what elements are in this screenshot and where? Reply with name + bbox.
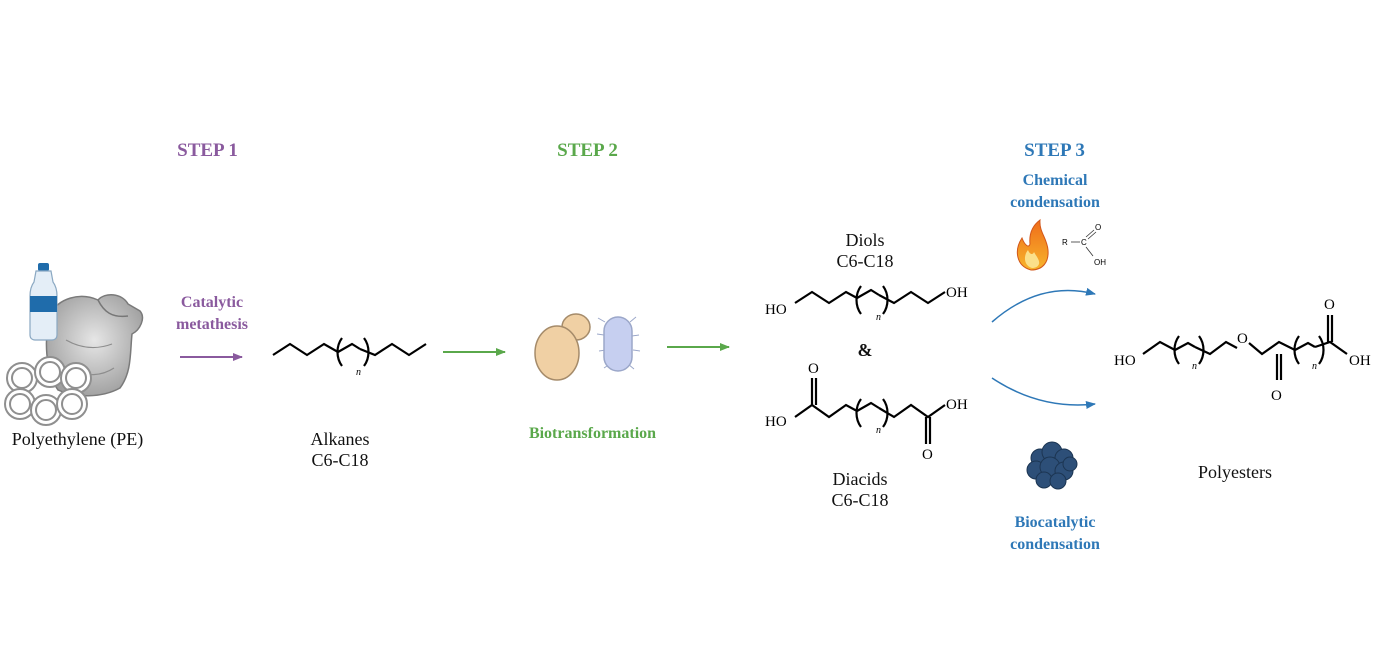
polyester-oh: OH [1349, 353, 1371, 369]
polyester-ho: HO [1114, 353, 1136, 369]
polyesters-label: Polyesters [1198, 462, 1272, 482]
chemical-condensation-label: condensation [1010, 194, 1100, 211]
biocatalytic-label: Biocatalytic [1014, 514, 1096, 531]
metathesis-label: metathesis [176, 316, 248, 333]
polyester-ester-o: O [1237, 331, 1248, 347]
biotransformation-label: Biotransformation [528, 425, 657, 442]
acid-oh: OH [1094, 258, 1106, 267]
chemical-condensation-arrow [991, 287, 1096, 323]
step1-title: STEP 1 [177, 140, 238, 161]
polyester-n1-subscript: n [1192, 361, 1197, 372]
diol-n-subscript: n [876, 312, 881, 323]
step3-title: STEP 3 [1024, 140, 1085, 161]
diacid-n-subscript: n [876, 425, 881, 436]
biocatalytic-condensation-label: condensation [1010, 536, 1100, 553]
alkanes-label: Alkanes [310, 429, 370, 449]
diol-structure [794, 285, 946, 315]
ampersand: & [857, 340, 873, 360]
catalytic-label: Catalytic [180, 294, 244, 311]
yeast-cell-icon [534, 313, 591, 381]
diols-range: C6-C18 [836, 251, 894, 271]
acid-r: R [1062, 238, 1068, 247]
diacid-ho: HO [765, 414, 787, 430]
pe-label: Polyethylene (PE) [11, 429, 144, 449]
bacterium-icon [596, 316, 641, 372]
alkanes-range: C6-C18 [311, 450, 369, 470]
biocatalytic-condensation-arrow [991, 377, 1096, 409]
six-pack-rings-icon [4, 356, 92, 426]
diacids-label: Diacids [832, 469, 888, 489]
diacid-o-bottom: O [922, 447, 933, 463]
plastic-bottle-icon [29, 263, 58, 341]
diacid-oh: OH [946, 397, 968, 413]
alkane-structure [272, 337, 427, 367]
polyethylene-illustration [4, 263, 144, 426]
polyester-n2-subscript: n [1312, 361, 1317, 372]
polyester-carbonyl-o: O [1271, 388, 1282, 404]
carboxylic-acid-icon [1071, 229, 1097, 257]
alkane-n-subscript: n [356, 367, 361, 378]
chemical-label: Chemical [1022, 172, 1088, 189]
flame-icon [1016, 218, 1049, 271]
acid-c: C [1081, 238, 1087, 247]
diacids-range: C6-C18 [831, 490, 889, 510]
enzyme-icon [1026, 441, 1078, 490]
polyester-acid-o: O [1324, 297, 1335, 313]
diol-oh: OH [946, 285, 968, 301]
step2-title: STEP 2 [557, 140, 618, 161]
diacid-structure [794, 378, 946, 444]
acid-o: O [1095, 223, 1101, 232]
polyester-structure [1142, 315, 1348, 380]
diacid-o-top: O [808, 361, 819, 377]
diols-label: Diols [845, 230, 885, 250]
diol-ho: HO [765, 302, 787, 318]
